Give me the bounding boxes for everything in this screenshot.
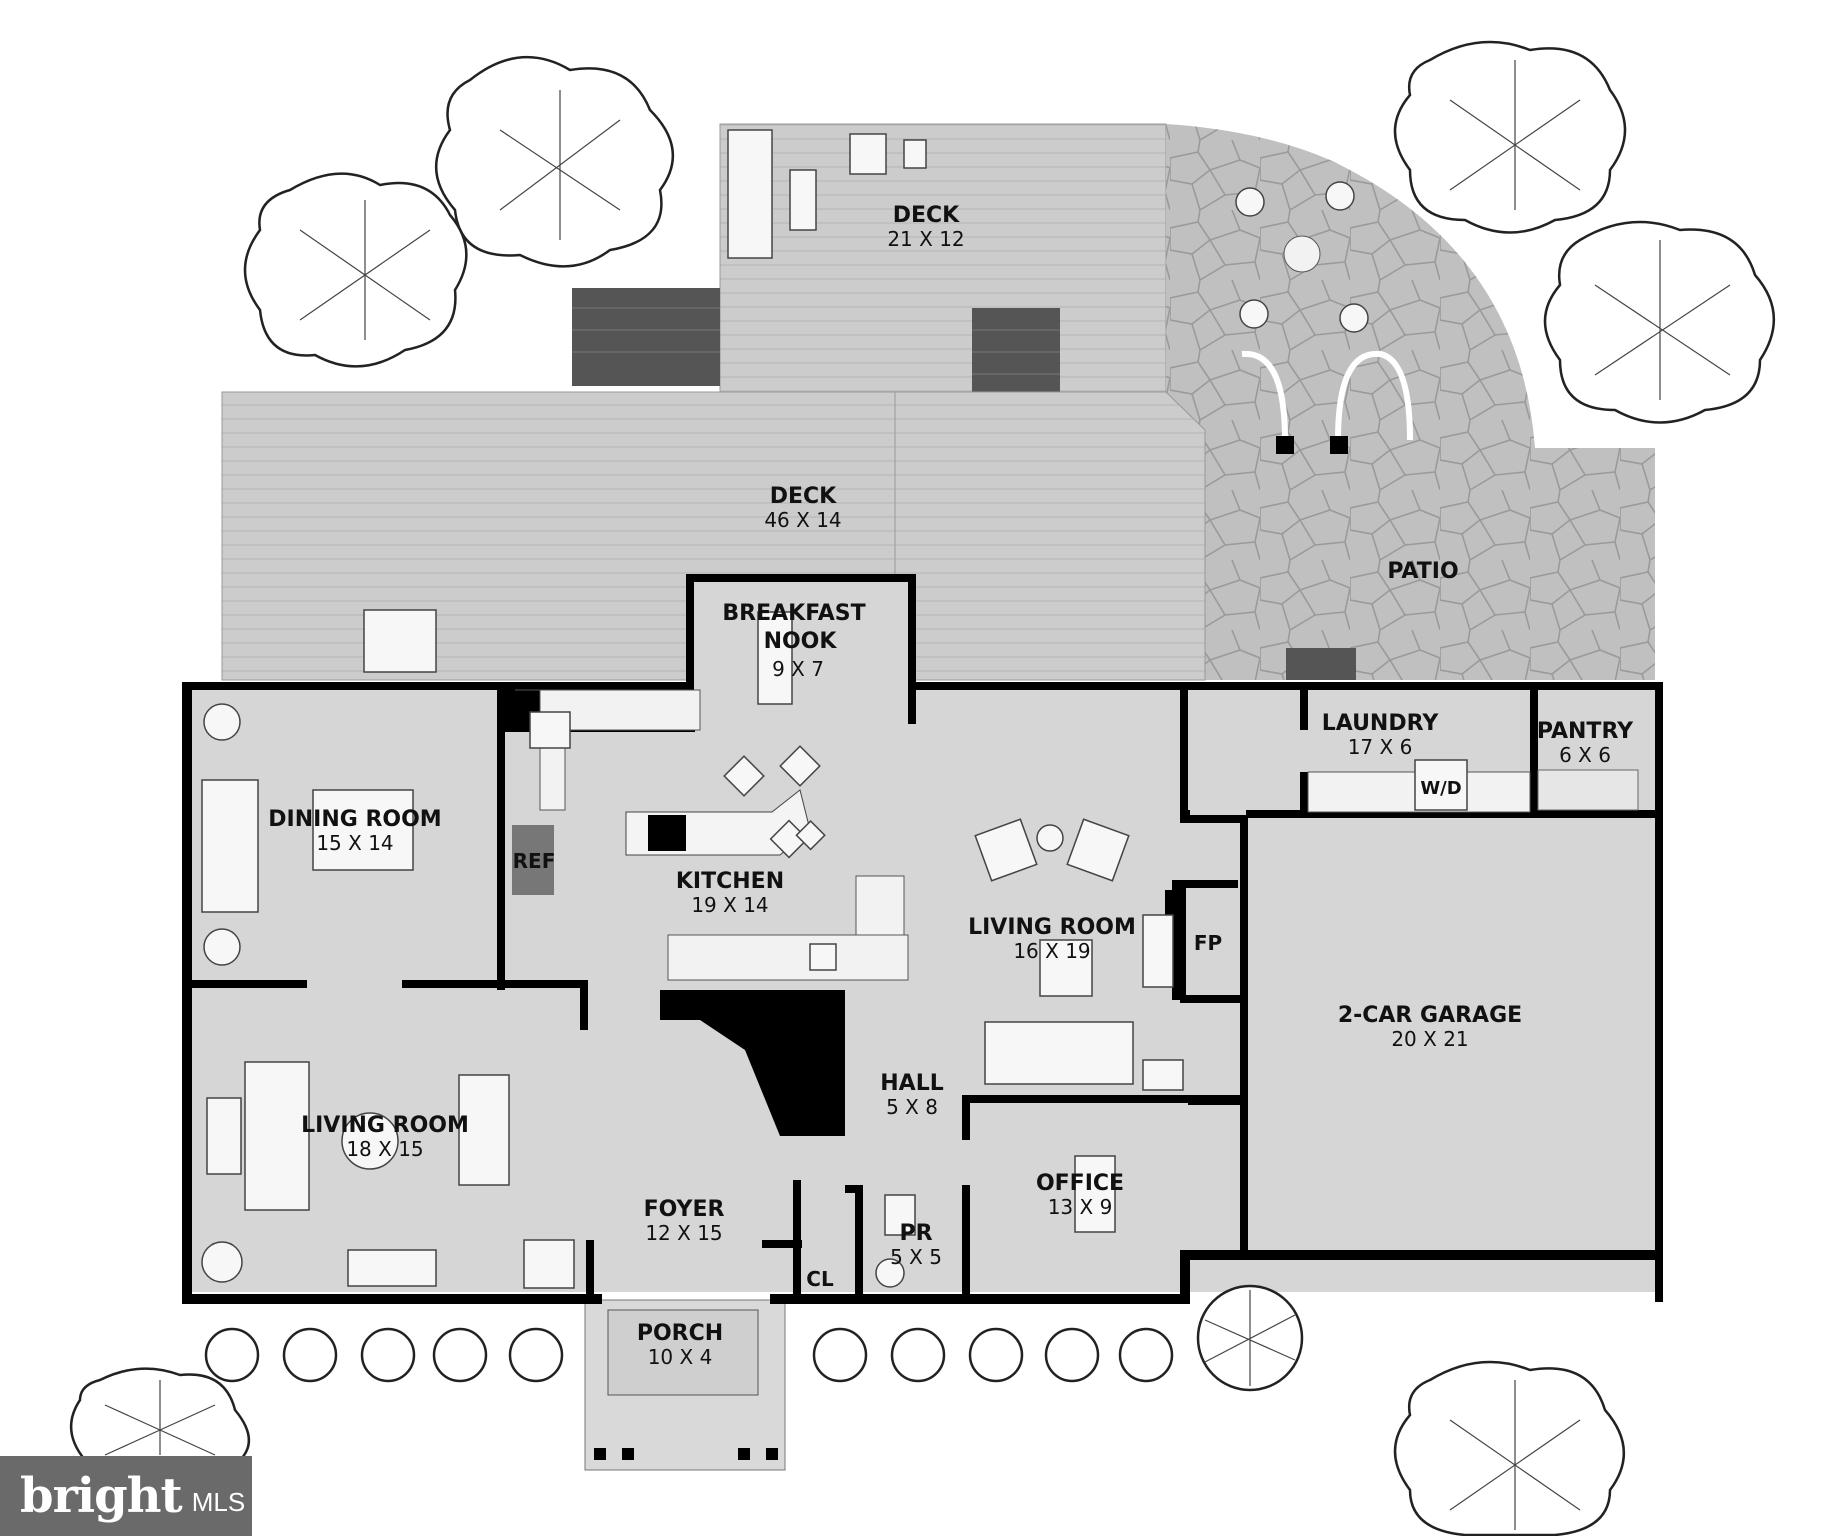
dining-name: DINING ROOM (268, 807, 441, 832)
kitchen-dims: 19 X 14 (691, 893, 768, 917)
room-labels: DECK 21 X 12 DECK 46 X 14 PATIO BREAKFAS… (268, 203, 1634, 1369)
bright-mls-logo: bright MLS (0, 1456, 252, 1536)
powder-dims: 5 X 5 (890, 1245, 942, 1269)
foyer-name: FOYER (644, 1197, 725, 1222)
patio (1166, 124, 1655, 680)
deck-upper-dims: 21 X 12 (887, 227, 964, 251)
kitchen-name: KITCHEN (676, 869, 784, 894)
tree-top-left-2-icon (243, 172, 468, 368)
breakfast-name-1: BREAKFAST (722, 601, 865, 626)
fp-label: FP (1194, 931, 1222, 955)
patio-name: PATIO (1387, 559, 1458, 584)
breakfast-name-2: NOOK (764, 629, 838, 654)
cl-label: CL (806, 1267, 834, 1291)
laundry-name: LAUNDRY (1322, 711, 1440, 736)
pantry-name: PANTRY (1537, 719, 1634, 744)
tree-bottom-right-icon (1393, 1360, 1625, 1536)
tree-top-right-1-icon (1393, 40, 1627, 234)
hall-dims: 5 X 8 (886, 1095, 938, 1119)
deck-upper-name: DECK (893, 203, 960, 228)
office-name: OFFICE (1036, 1171, 1124, 1196)
trees (69, 40, 1775, 1536)
wd-label: W/D (1420, 778, 1461, 799)
logo-brand: bright (20, 1468, 183, 1524)
upper-deck (572, 123, 1167, 394)
tree-top-right-2-icon (1543, 220, 1775, 424)
living-left-dims: 18 X 15 (346, 1137, 423, 1161)
living-right-dims: 16 X 19 (1013, 939, 1090, 963)
breakfast-dims: 9 X 7 (772, 657, 824, 681)
laundry-dims: 17 X 6 (1348, 735, 1413, 759)
foyer-dims: 12 X 15 (645, 1221, 722, 1245)
office-dims: 13 X 9 (1048, 1195, 1113, 1219)
tree-garage-corner-icon (1196, 1284, 1304, 1392)
logo-suffix: MLS (191, 1486, 246, 1517)
porch-dims: 10 X 4 (648, 1345, 713, 1369)
shrubs-icon (204, 1327, 1174, 1383)
garage-name: 2-CAR GARAGE (1338, 1003, 1522, 1028)
porch-name: PORCH (637, 1321, 723, 1346)
furniture (201, 611, 1655, 1289)
tree-bottom-left-icon (69, 1367, 250, 1462)
tree-top-left-1-icon (435, 55, 675, 268)
garage-dims: 20 X 21 (1391, 1027, 1468, 1051)
living-left-name: LIVING ROOM (301, 1113, 469, 1138)
dining-dims: 15 X 14 (316, 831, 393, 855)
porch-posts (594, 1448, 778, 1460)
deck-lower-dims: 46 X 14 (764, 508, 841, 532)
deck-lower-name: DECK (770, 484, 837, 509)
living-right-name: LIVING ROOM (968, 915, 1136, 940)
pantry-dims: 6 X 6 (1559, 743, 1611, 767)
lower-deck (221, 391, 1206, 681)
hall-name: HALL (880, 1071, 943, 1096)
powder-name: PR (899, 1221, 932, 1246)
ref-label: REF (513, 849, 556, 873)
